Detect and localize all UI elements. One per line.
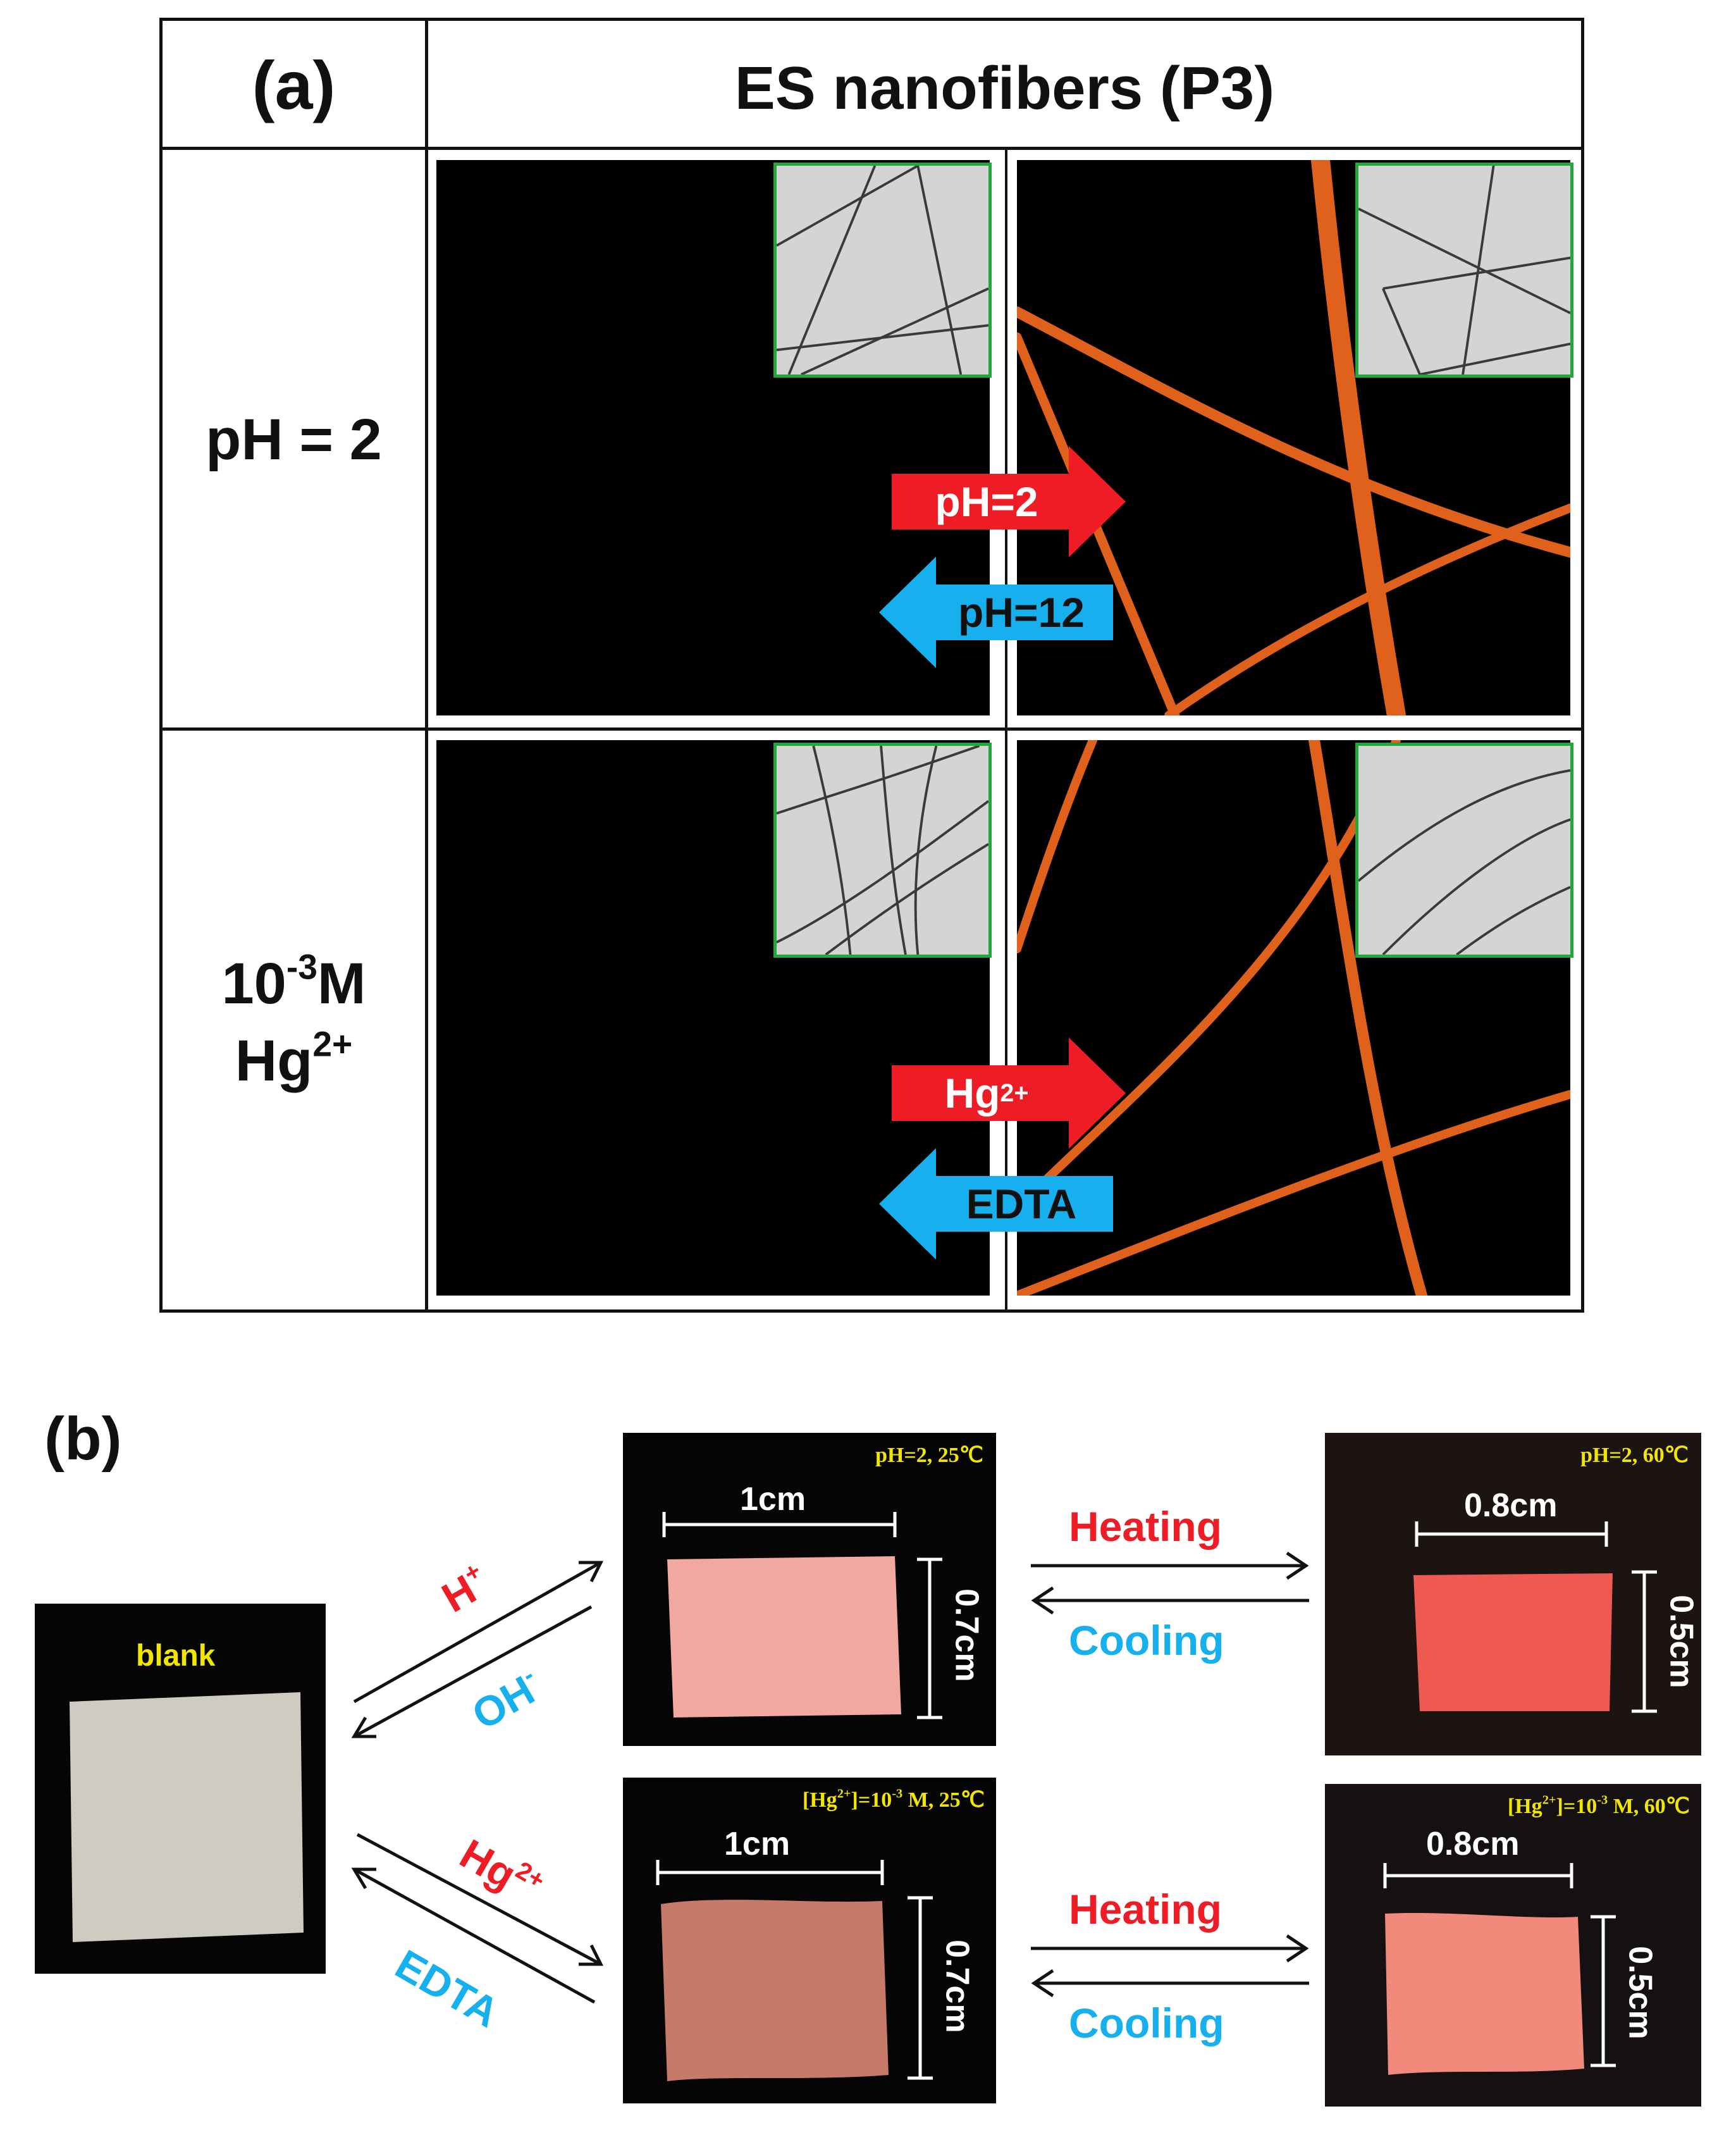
row2-orange-fibers [1017, 740, 1570, 1296]
hg-25c-height: 0.7cm [939, 1940, 976, 2033]
acid-heating-label: Heating [1069, 1503, 1222, 1550]
row2-conc-unit: M [317, 951, 366, 1016]
acid-25c-photo: pH=2, 25℃ 1cm 0.7cm [623, 1433, 996, 1746]
panel-a-label: (a) [252, 47, 336, 123]
acid-60c-width: 0.8cm [1464, 1487, 1558, 1524]
acid-60c-membrane [1413, 1521, 1657, 1713]
hg-25c-cond-sup2: -3 [892, 1786, 903, 1801]
acid-25c-condition: pH=2, 25℃ [875, 1444, 983, 1467]
hg-25c-membrane [656, 1860, 933, 2081]
hg-60c-height: 0.5cm [1622, 1946, 1659, 2039]
row2-brightfield-inset-right [1355, 743, 1573, 958]
hg-25c-photo: [Hg2+]=10-3 M, 25℃ 1cm 0.7cm [623, 1778, 996, 2103]
hg-25c-cond-post: M, 25℃ [902, 1788, 985, 1812]
row2-forward-base: Hg [944, 1070, 1000, 1117]
hg-25c-cond-mid: ]=10 [851, 1788, 892, 1812]
hg-heating-cooling-arrows [1031, 1934, 1309, 1998]
arrow-left-icon [879, 1148, 1113, 1260]
arrow-right-icon [892, 1037, 1126, 1149]
row2-ion-base: Hg [235, 1029, 313, 1093]
row2-brightfield-inset-left [773, 743, 992, 958]
hg-60c-cond-pre: [Hg [1507, 1795, 1542, 1818]
hg-60c-photo: [Hg2+]=10-3 M, 60℃ 0.8cm 0.5cm [1325, 1784, 1701, 2107]
acid-60c-photo: pH=2, 60℃ 0.8cm 0.5cm [1325, 1433, 1701, 1755]
blank-sample-photo: blank [35, 1604, 326, 1974]
arrow-left-icon [879, 557, 1113, 668]
acid-25c-height: 0.7cm [948, 1588, 985, 1682]
row1-inset-fibers-left [777, 166, 988, 374]
hg-heating-label: Heating [1069, 1886, 1222, 1933]
hg-cooling-label: Cooling [1069, 2000, 1224, 2046]
row1-back-arrow: pH=12 [879, 557, 1113, 668]
panel-a-title: ES nanofibers (P3) [734, 54, 1275, 122]
row1-brightfield-inset-left [773, 163, 992, 378]
row2-condition-line1: 10-3M [163, 949, 425, 1018]
hg-25c-cond-pre: [Hg [802, 1788, 837, 1812]
hg-equilibrium-arrows [351, 1833, 604, 2004]
table-border-top [159, 18, 1584, 21]
hg-60c-membrane [1383, 1863, 1616, 2075]
hg-60c-cond-post: M, 60℃ [1608, 1795, 1690, 1818]
row2-conc-base: 10 [221, 951, 286, 1016]
hg-60c-condition: [Hg2+]=10-3 M, 60℃ [1508, 1793, 1690, 1819]
row2-inset-fibers-left [777, 746, 988, 955]
arrow-right-icon [892, 446, 1126, 557]
table-border-bottom [159, 1309, 1584, 1313]
row1-forward-label: pH=2 [935, 478, 1038, 525]
acid-25c-membrane [662, 1512, 942, 1719]
acid-equilibrium-arrows [351, 1561, 604, 1738]
row2-ion-charge: 2+ [312, 1024, 353, 1064]
acid-60c-height: 0.5cm [1663, 1595, 1700, 1688]
blank-membrane [70, 1692, 304, 1942]
row2-condition-line2: Hg2+ [163, 1026, 425, 1096]
row1-back-label: pH=12 [958, 589, 1085, 636]
hg-25c-cond-sup: 2+ [837, 1786, 851, 1801]
panel-a: (a) ES nanofibers (P3) pH = 2 10-3M Hg2+ [159, 18, 1584, 1313]
row1-condition: pH = 2 [206, 407, 382, 472]
hg-60c-width: 0.8cm [1426, 1826, 1520, 1862]
hg-25c-condition: [Hg2+]=10-3 M, 25℃ [803, 1787, 985, 1812]
acid-25c-width: 1cm [740, 1481, 806, 1518]
hg-60c-cond-sup: 2+ [1542, 1793, 1556, 1807]
row1-inset-fibers-right [1358, 166, 1570, 374]
row1-forward-arrow: pH=2 [892, 446, 1126, 557]
panel-b-label: (b) [44, 1405, 122, 1473]
table-border-left [159, 18, 163, 1313]
blank-label: blank [136, 1639, 216, 1673]
hg-60c-cond-sup2: -3 [1597, 1793, 1608, 1807]
row2-inset-fibers-right [1358, 769, 1570, 955]
hg-60c-cond-mid: ]=10 [1556, 1795, 1597, 1818]
acid-cooling-label: Cooling [1069, 1617, 1224, 1664]
table-header-divider [159, 147, 1584, 150]
table-row-divider [159, 727, 1584, 731]
row2-conc-exp: -3 [286, 947, 317, 987]
table-border-right [1581, 18, 1584, 1313]
acid-60c-condition: pH=2, 60℃ [1580, 1444, 1689, 1467]
row1-brightfield-inset-right [1355, 163, 1573, 378]
row2-back-label: EDTA [966, 1180, 1077, 1227]
table-column-divider [425, 18, 428, 1313]
hg-25c-width: 1cm [724, 1826, 791, 1862]
acid-heating-cooling-arrows [1031, 1551, 1309, 1615]
image-pair-divider [1005, 150, 1007, 1311]
row2-back-arrow: EDTA [879, 1148, 1113, 1260]
